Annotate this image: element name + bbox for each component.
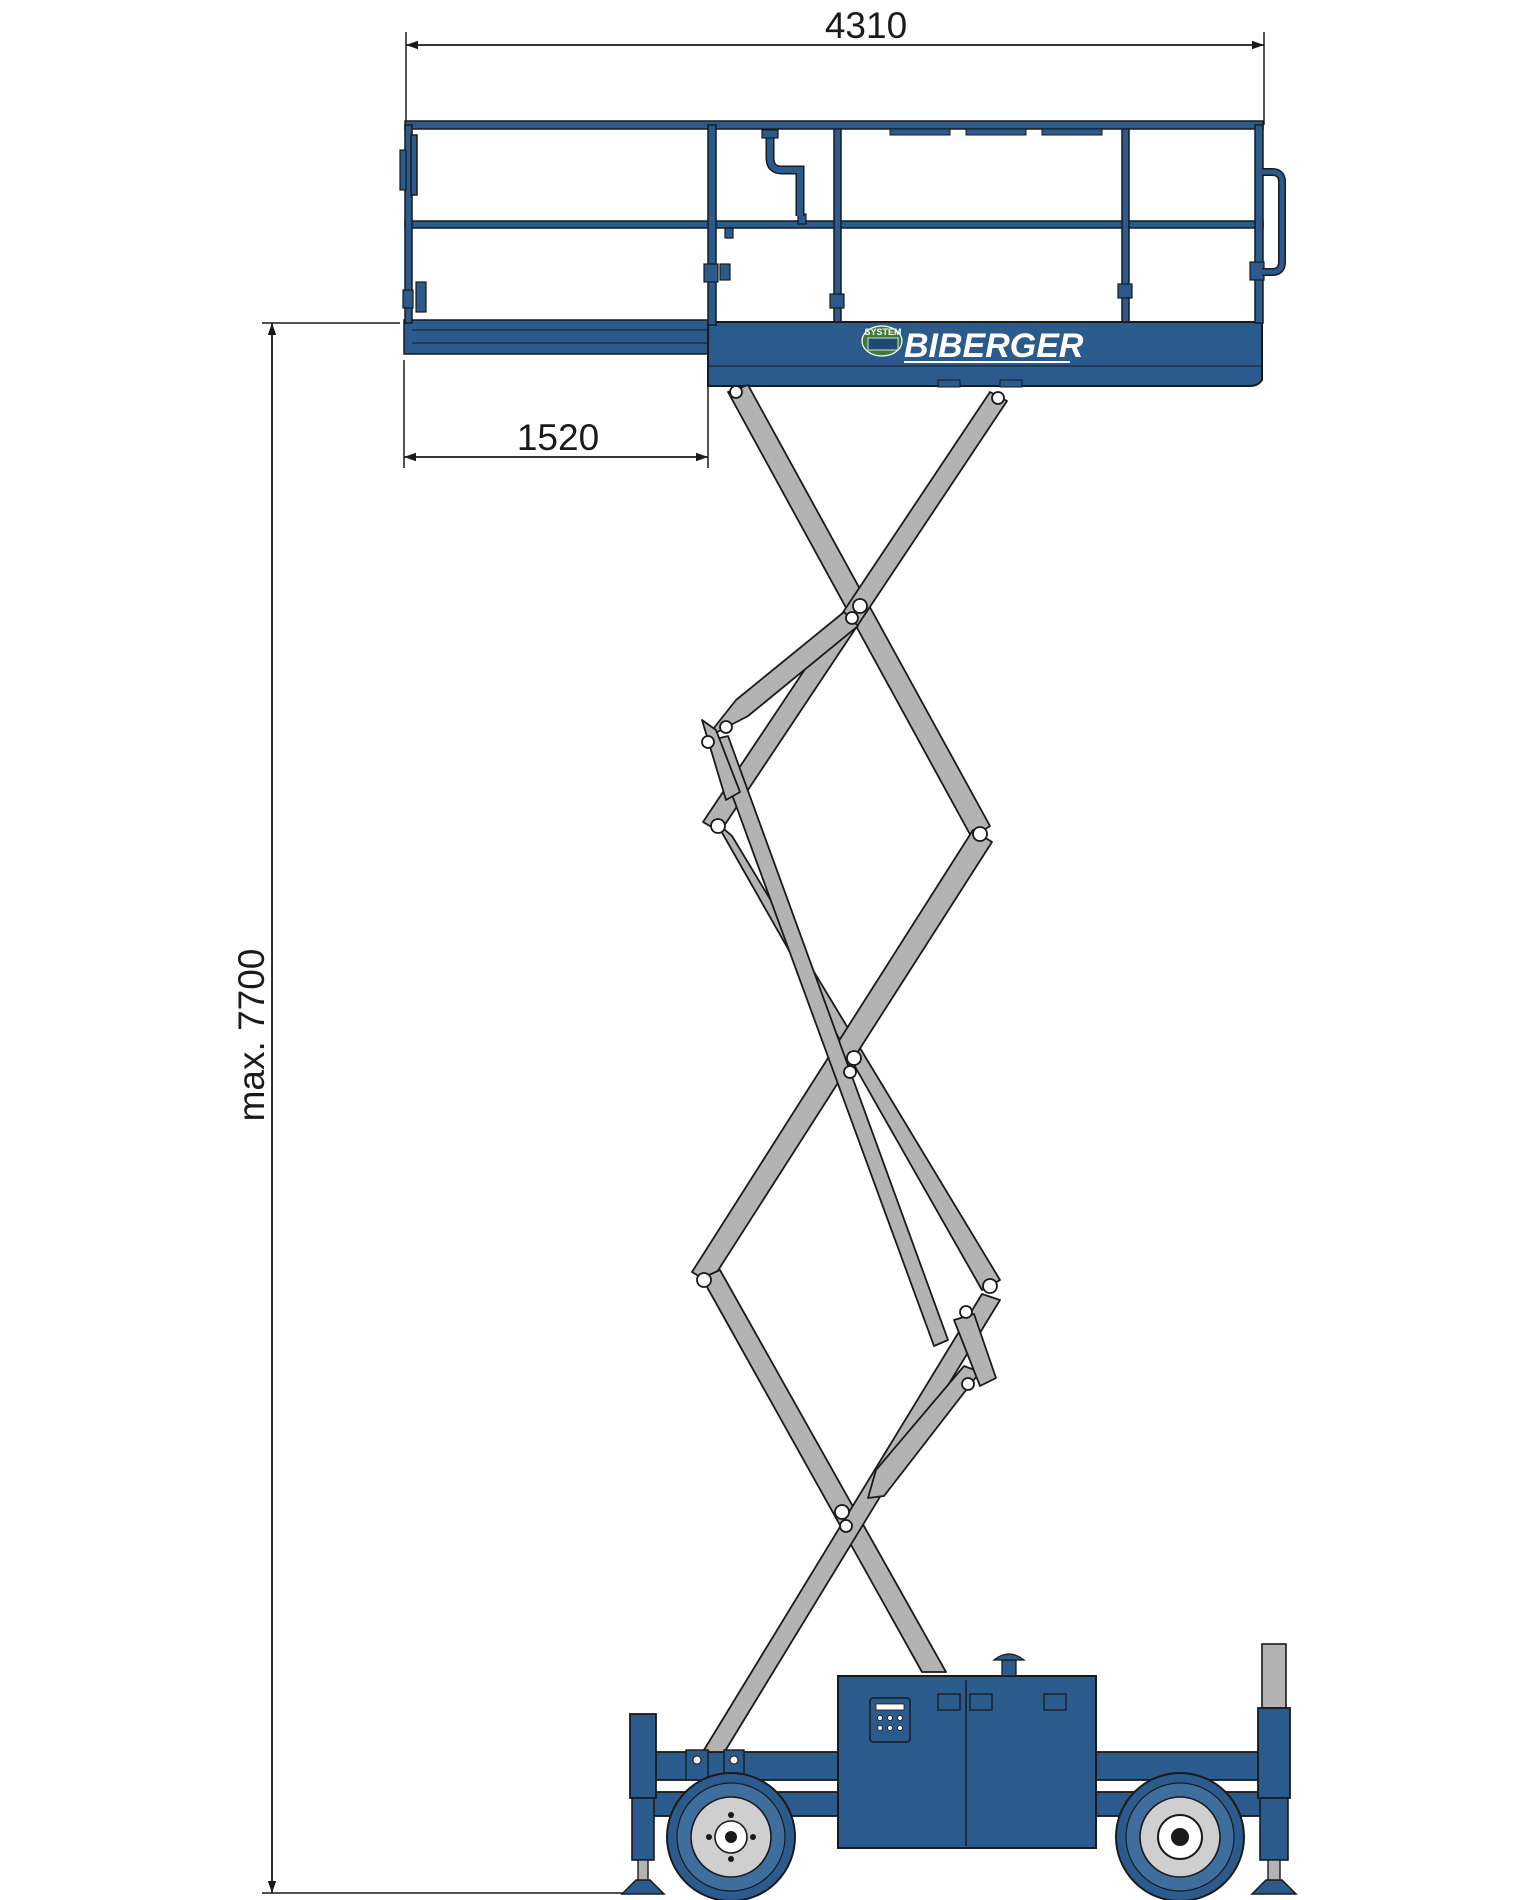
pivot-pin (729, 385, 743, 399)
platform: SYSTEM BIBERGER (399, 120, 1286, 388)
lift-cylinder (711, 735, 949, 1347)
pivot-pin (701, 735, 715, 749)
wheel-left-icon (666, 1772, 796, 1900)
pivot-pin (959, 1305, 973, 1319)
pivot-pin (719, 720, 733, 734)
pivot-pin (961, 1377, 975, 1391)
pivot-pin (845, 611, 859, 625)
pivot-pin (843, 1065, 857, 1079)
scissor-arm (701, 1269, 947, 1673)
platform-length-label: 4310 (825, 5, 907, 46)
extension-length-label: 1520 (517, 417, 599, 458)
extension-deck (403, 319, 711, 355)
pivot-pin (852, 598, 868, 614)
pivot-pins (696, 385, 1005, 1533)
wheel-right-icon (1115, 1772, 1245, 1900)
pivot-pin (846, 1050, 862, 1066)
brand-badge-text: SYSTEM (864, 327, 901, 337)
main-deck (707, 321, 1263, 387)
pivot-pin (834, 1504, 850, 1520)
brand-logo: BIBERGER (904, 327, 1084, 365)
pivot-pin (982, 1278, 998, 1294)
outrigger-left (620, 1713, 666, 1895)
pivot-pin (991, 391, 1005, 405)
cylinder-bracket (867, 1365, 981, 1499)
top-rail (404, 120, 1264, 130)
dimension-max-height: max. 7700 (231, 322, 640, 1894)
rail-posts (404, 124, 1264, 326)
outrigger-right (1250, 1643, 1298, 1895)
chassis (620, 1643, 1298, 1900)
dimension-platform-length: 4310 (405, 5, 1265, 125)
dimension-extension-length: 1520 (403, 360, 709, 468)
pivot-pin (710, 818, 726, 834)
pivot-pin (839, 1519, 853, 1533)
max-height-label: max. 7700 (231, 949, 272, 1122)
pivot-pin (696, 1272, 712, 1288)
brand-badge-icon: SYSTEM (861, 325, 903, 357)
pivot-pin (972, 826, 988, 842)
